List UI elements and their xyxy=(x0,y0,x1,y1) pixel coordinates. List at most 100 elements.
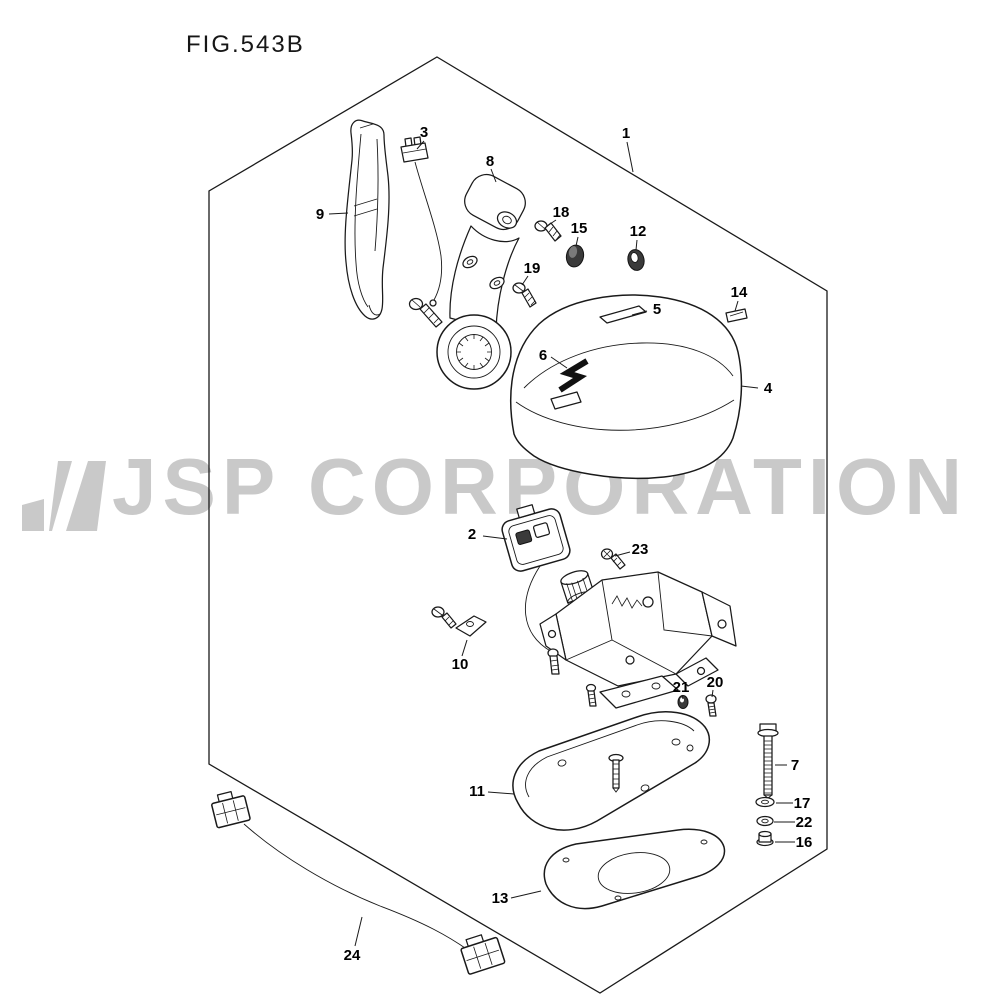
part-number: 20 xyxy=(707,674,724,691)
part-callout-19: 19 xyxy=(521,260,541,286)
grommet-hole xyxy=(680,697,684,703)
part-number: 5 xyxy=(653,301,661,318)
part-number: 8 xyxy=(486,153,494,170)
bolt-7-drawing xyxy=(757,723,779,799)
leader-line xyxy=(734,300,739,312)
leader-line xyxy=(416,140,425,150)
grommet-hole xyxy=(630,252,639,263)
screw-head-detail xyxy=(625,655,635,665)
connector-body xyxy=(211,795,251,829)
washer-hole xyxy=(493,280,501,286)
screw-20-drawing xyxy=(705,694,717,717)
leader-line xyxy=(681,694,684,700)
leader-line xyxy=(521,275,529,286)
screw-shank xyxy=(441,612,457,629)
washer xyxy=(755,796,775,808)
part-callout-21: 21 xyxy=(673,679,689,700)
lever-head-hole-inner xyxy=(502,215,512,225)
part-callout-17: 17 xyxy=(776,795,810,812)
gasket-center-hole xyxy=(597,852,671,894)
part-number: 16 xyxy=(796,834,813,851)
grip-cut-lines xyxy=(353,123,378,217)
part-callout-5: 5 xyxy=(631,301,661,318)
gasket-hole xyxy=(562,857,570,863)
leader-line xyxy=(546,219,557,227)
part-callout-8: 8 xyxy=(486,153,497,183)
part-callout-18: 18 xyxy=(546,204,570,227)
grip-outline xyxy=(344,119,390,320)
cover-label-plate xyxy=(550,391,582,410)
thread-hatches xyxy=(764,740,772,794)
leader-line xyxy=(328,212,349,215)
housing-rim xyxy=(525,720,695,798)
screw-slot xyxy=(411,299,421,308)
leader-line xyxy=(490,168,497,183)
washer-hole xyxy=(466,259,474,265)
switch-button-right xyxy=(532,522,551,538)
bracket-hole xyxy=(466,621,474,627)
part-number: 23 xyxy=(632,541,649,558)
cover-drawing xyxy=(509,294,743,480)
cover-top-ridge xyxy=(523,342,734,389)
screw-head xyxy=(705,694,717,704)
thread-hatches xyxy=(708,705,717,714)
washer-hole xyxy=(761,799,769,805)
connector-grid xyxy=(466,942,500,969)
suzuki-s-emblem xyxy=(558,358,589,393)
switch-button-left xyxy=(515,529,533,545)
washer xyxy=(462,255,478,269)
gasket-hole xyxy=(700,839,708,845)
leader-line xyxy=(550,356,568,369)
grommet-21-drawing xyxy=(677,695,689,709)
washer xyxy=(489,276,505,290)
part-callout-16: 16 xyxy=(775,834,812,851)
screw-head-detail xyxy=(642,596,654,608)
housing-center-screw xyxy=(608,753,624,793)
control-unit-assembly-drawing xyxy=(539,570,737,709)
part-number: 19 xyxy=(524,260,541,277)
part-number: 22 xyxy=(796,814,813,831)
connector-seam xyxy=(402,148,427,154)
part-number: 18 xyxy=(553,204,570,221)
thread-hatches xyxy=(423,307,440,324)
screw-18-drawing xyxy=(534,220,562,242)
lever-hub-ring xyxy=(447,325,501,379)
bracket-hole xyxy=(621,690,631,698)
part-callout-14: 14 xyxy=(731,284,748,312)
part-callout-1: 1 xyxy=(622,125,634,173)
assembly-bottom-bracket xyxy=(599,675,679,709)
harness-connector-a xyxy=(211,791,251,829)
connector-body xyxy=(400,142,429,163)
grip-hook xyxy=(368,304,381,316)
part-number: 24 xyxy=(344,947,361,964)
ptt-switch-body xyxy=(501,504,571,572)
thread-hatches xyxy=(612,557,622,567)
washer xyxy=(756,815,774,827)
switch-connector-drawing xyxy=(400,136,443,307)
diagram-border xyxy=(208,56,828,994)
wire-terminal xyxy=(429,299,437,307)
control-lever-drawing xyxy=(436,173,526,390)
part-callout-7: 7 xyxy=(775,757,799,774)
part-callout-2: 2 xyxy=(468,526,508,543)
part-callout-6: 6 xyxy=(539,347,568,369)
connector-wire xyxy=(414,161,443,301)
housing-outline xyxy=(512,711,711,831)
screw-tip xyxy=(612,787,620,793)
bracket-hole xyxy=(651,682,661,690)
grip-inner-line2 xyxy=(374,138,379,252)
screw-slot xyxy=(514,284,524,292)
part-number: 9 xyxy=(316,206,324,223)
thread-hatches xyxy=(548,226,561,241)
leader-line xyxy=(482,535,508,540)
screw-shank xyxy=(610,553,626,570)
mount-screw-drawing xyxy=(408,297,443,328)
screw-shank xyxy=(521,288,537,308)
part-callout-13: 13 xyxy=(492,890,542,907)
part-callout-20: 20 xyxy=(707,674,724,698)
part-number: 6 xyxy=(539,347,547,364)
assembly-right-plate xyxy=(701,591,737,647)
handle-grip-drawing xyxy=(344,119,390,320)
part-number: 14 xyxy=(731,284,748,301)
